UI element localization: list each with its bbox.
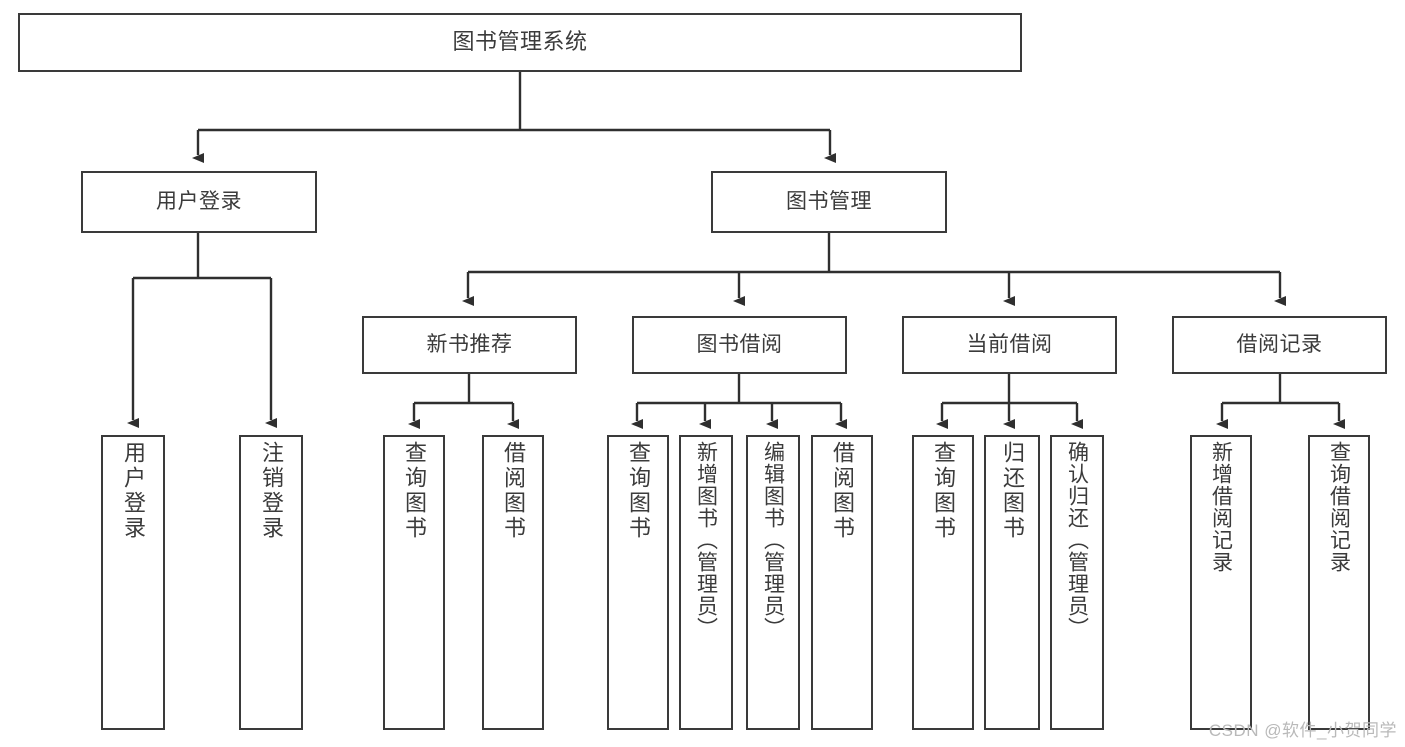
- node-current-borrow[interactable]: 当前借阅: [902, 316, 1117, 374]
- node-book-manage[interactable]: 图书管理: [711, 171, 947, 233]
- node-new-book-recommend[interactable]: 新书推荐: [362, 316, 577, 374]
- node-user-login-label: 用户登录: [156, 190, 242, 214]
- leaf-return-book-label: 归还图书: [1000, 441, 1025, 541]
- leaf-borrow-book-1-label: 借阅图书: [501, 441, 526, 541]
- leaf-add-book[interactable]: 新增图书（管理员）: [679, 435, 733, 730]
- node-root-label: 图书管理系统: [452, 29, 588, 55]
- leaf-add-record[interactable]: 新增借阅记录: [1190, 435, 1252, 730]
- leaf-query-book-2[interactable]: 查询图书: [607, 435, 669, 730]
- leaf-query-record-label: 查询借阅记录: [1327, 441, 1351, 573]
- node-book-manage-label: 图书管理: [786, 190, 872, 214]
- node-borrow-record[interactable]: 借阅记录: [1172, 316, 1387, 374]
- leaf-add-record-label: 新增借阅记录: [1209, 441, 1233, 573]
- node-user-login[interactable]: 用户登录: [81, 171, 317, 233]
- leaf-logout-login[interactable]: 注销登录: [239, 435, 303, 730]
- leaf-query-record[interactable]: 查询借阅记录: [1308, 435, 1370, 730]
- node-book-borrow[interactable]: 图书借阅: [632, 316, 847, 374]
- leaf-query-book-1-label: 查询图书: [402, 441, 427, 541]
- leaf-borrow-book-1[interactable]: 借阅图书: [482, 435, 544, 730]
- leaf-borrow-book-2[interactable]: 借阅图书: [811, 435, 873, 730]
- node-book-borrow-label: 图书借阅: [696, 333, 783, 357]
- csdn-watermark: CSDN @软件_小贺同学: [1208, 721, 1397, 740]
- leaf-return-book[interactable]: 归还图书: [984, 435, 1040, 730]
- leaf-add-book-label: 新增图书（管理员）: [694, 441, 718, 639]
- leaf-query-book-3-label: 查询图书: [931, 441, 956, 541]
- leaf-user-login-label: 用户登录: [121, 441, 146, 541]
- leaf-borrow-book-2-label: 借阅图书: [830, 441, 855, 541]
- leaf-query-book-1[interactable]: 查询图书: [383, 435, 445, 730]
- leaf-edit-book[interactable]: 编辑图书（管理员）: [746, 435, 800, 730]
- leaf-confirm-return-label: 确认归还（管理员）: [1065, 441, 1089, 639]
- leaf-logout-login-label: 注销登录: [259, 441, 284, 541]
- node-root[interactable]: 图书管理系统: [18, 13, 1022, 72]
- node-borrow-record-label: 借阅记录: [1236, 333, 1323, 357]
- node-current-borrow-label: 当前借阅: [966, 333, 1053, 357]
- leaf-query-book-2-label: 查询图书: [626, 441, 651, 541]
- leaf-query-book-3[interactable]: 查询图书: [912, 435, 974, 730]
- node-new-book-recommend-label: 新书推荐: [426, 333, 513, 357]
- leaf-user-login[interactable]: 用户登录: [101, 435, 165, 730]
- leaf-edit-book-label: 编辑图书（管理员）: [761, 441, 785, 639]
- leaf-confirm-return[interactable]: 确认归还（管理员）: [1050, 435, 1104, 730]
